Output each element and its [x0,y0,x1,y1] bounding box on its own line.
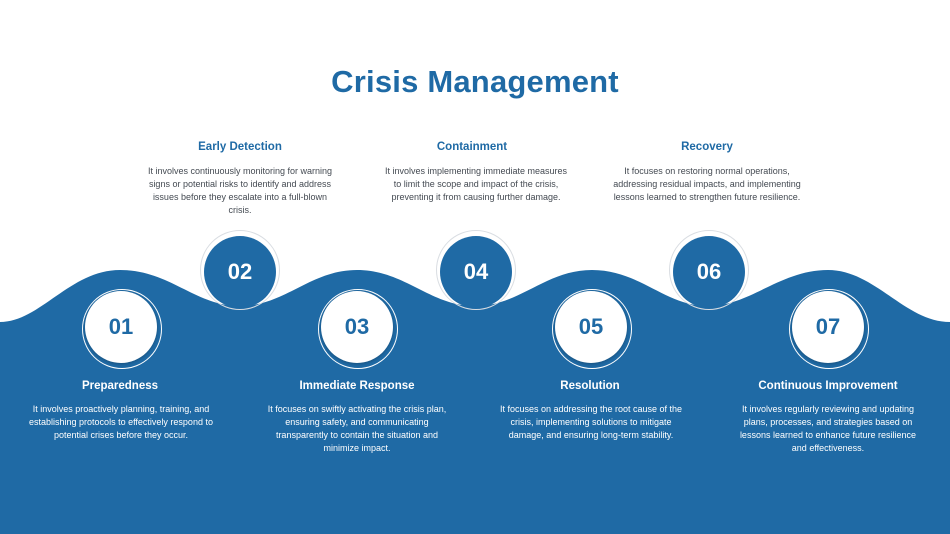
step-04-title: Containment [436,141,508,153]
step-06-title: Recovery [681,141,733,153]
step-05-title: Resolution [560,380,620,392]
step-05-ring [552,289,632,369]
step-02-number: 02 [204,236,276,308]
step-05-description: It focuses on addressing the root cause … [499,404,683,440]
step-07-number: 07 [792,291,864,363]
step-01-title: Preparedness [81,380,159,392]
step-02-title: Early Detection [198,141,282,153]
step-07-ring [789,289,869,369]
step-04-ring [436,230,516,310]
step-06-ring [669,230,749,310]
step-03-number: 03 [321,291,393,363]
step-03-description: It focuses on swiftly activating the cri… [267,404,447,453]
step-02-description: It involves continuously monitoring for … [147,166,333,215]
step-06-number: 06 [673,236,745,308]
step-07-title: Continuous Improvement [758,380,898,392]
step-01-ring [82,289,162,369]
step-06-description: It focuses on restoring normal operation… [613,166,801,202]
step-04-description: It involves implementing immediate measu… [384,166,568,202]
step-02-ring [200,230,280,310]
step-04-number: 04 [440,236,512,308]
step-03-title: Immediate Response [299,380,415,392]
step-05-number: 05 [555,291,627,363]
step-03-ring [318,289,398,369]
step-01-number: 01 [85,291,157,363]
step-07-description: It involves regularly reviewing and upda… [739,404,917,453]
page-title: Crisis Management [331,64,619,99]
step-01-description: It involves proactively planning, traini… [29,404,213,440]
